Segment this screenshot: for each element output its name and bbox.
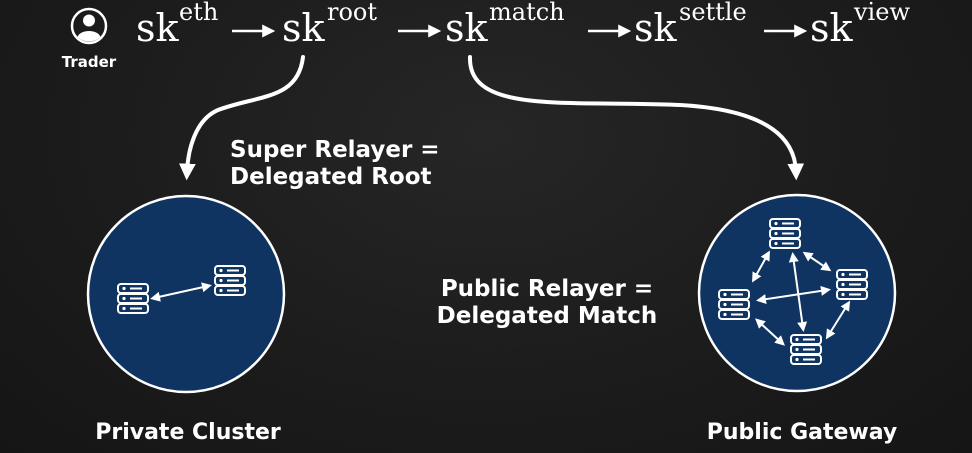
key-superscript: view	[853, 0, 910, 26]
public-relayer-annotation: Public Relayer = Delegated Match	[437, 276, 658, 329]
key-superscript: match	[489, 0, 565, 26]
sync-arrow	[752, 250, 770, 283]
match-delegation-arrow	[467, 55, 805, 181]
sync-arrow	[825, 300, 851, 340]
annotation-line: Super Relayer =	[230, 137, 440, 163]
trader-icon	[70, 7, 108, 45]
key-base: sk	[634, 6, 678, 50]
trader-label: Trader	[62, 53, 117, 71]
key-base: sk	[445, 6, 489, 50]
key-base: sk	[136, 6, 180, 50]
public-gateway-node	[697, 193, 897, 393]
public-gateway-label: Public Gateway	[707, 420, 898, 445]
super-relayer-annotation: Super Relayer = Delegated Root	[230, 137, 440, 190]
key-sk-match: sk match	[445, 0, 565, 50]
key-superscript: root	[327, 0, 377, 26]
annotation-line: Public Relayer =	[441, 276, 653, 302]
root-delegation-arrow	[178, 55, 305, 181]
sync-arrow	[788, 252, 808, 332]
sync-arrow	[755, 318, 785, 346]
key-chain: sk eth sk root sk match sk settle sk vie…	[136, 0, 910, 50]
key-sk-settle: sk settle	[634, 0, 747, 50]
private-cluster-label: Private Cluster	[95, 420, 281, 445]
private-cluster-node	[86, 194, 286, 394]
key-superscript: eth	[179, 0, 218, 26]
key-base: sk	[282, 6, 326, 50]
key-sk-root: sk root	[282, 0, 377, 50]
sync-arrow	[802, 251, 832, 272]
key-sk-eth: sk eth	[136, 0, 218, 50]
sync-arrow	[150, 282, 212, 302]
key-sk-view: sk view	[810, 0, 910, 50]
annotation-line: Delegated Match	[437, 303, 658, 329]
key-base: sk	[810, 6, 854, 50]
annotation-line: Delegated Root	[230, 164, 432, 190]
key-superscript: settle	[679, 0, 747, 26]
